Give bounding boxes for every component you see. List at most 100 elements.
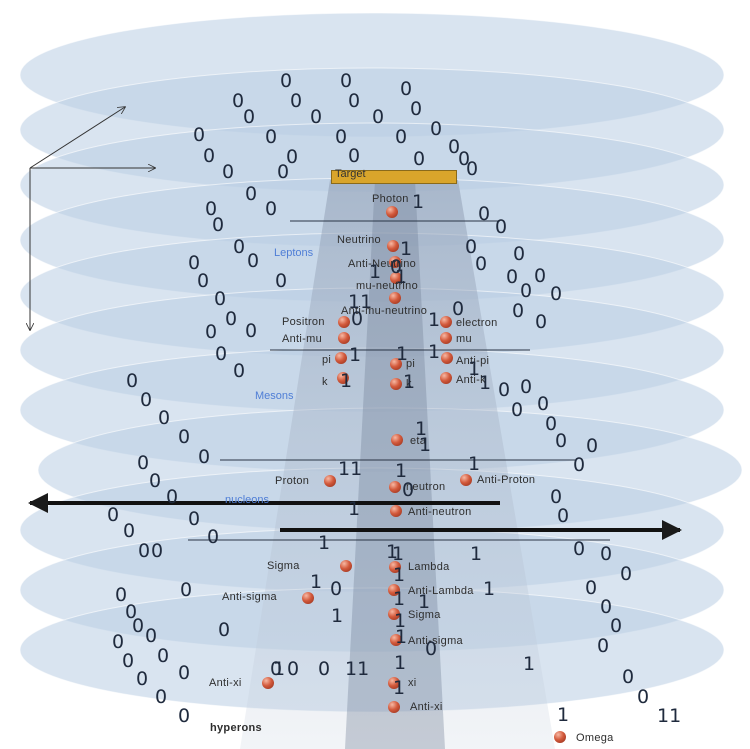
- count-digit: 0: [158, 407, 171, 429]
- count-digit: 0: [545, 413, 558, 435]
- count-digit: 0: [637, 686, 650, 708]
- count-digit: 0: [245, 183, 258, 205]
- count-digit: 0: [166, 486, 179, 508]
- count-digit: 1: [331, 605, 344, 627]
- count-digit: 0: [178, 662, 191, 684]
- count-digit: 0: [600, 543, 613, 565]
- count-digit: 0: [413, 148, 426, 170]
- count-digit: 1: [400, 238, 413, 260]
- count-digit: 0: [600, 596, 613, 618]
- count-digit: 1: [340, 370, 353, 392]
- count-digit: 0: [126, 370, 139, 392]
- count-digit: 0: [233, 360, 246, 382]
- count-digit: 0: [277, 161, 290, 183]
- count-digit: 0: [465, 236, 478, 258]
- particle-label: Anti-mu: [282, 333, 322, 345]
- count-digit: 1: [396, 343, 409, 365]
- count-digit: 0: [247, 250, 260, 272]
- particle-label: Positron: [282, 316, 325, 328]
- count-digit: 0: [132, 615, 145, 637]
- count-digit: 0: [348, 90, 361, 112]
- count-digit: 1: [483, 578, 496, 600]
- count-digit: 0: [520, 280, 533, 302]
- count-digit: 0: [557, 505, 570, 527]
- count-digit: 1: [468, 358, 481, 380]
- count-digit: 0: [520, 376, 533, 398]
- particle-label: pi: [406, 358, 416, 370]
- particle-label: mu: [456, 333, 472, 345]
- count-digit: 0: [137, 452, 150, 474]
- particle-label: Anti-Neutrino: [348, 258, 417, 270]
- count-digit: 1: [523, 653, 536, 675]
- target-bar: Target: [331, 168, 457, 184]
- count-digit: 1: [386, 541, 399, 563]
- count-digit: 0: [222, 161, 235, 183]
- count-digit: 0: [286, 146, 299, 168]
- count-digit: 0: [351, 308, 364, 330]
- count-digit: 0: [400, 78, 413, 100]
- section-hyperons: hyperons: [210, 722, 262, 734]
- count-digit: 0: [402, 479, 415, 501]
- axes-glyph: [30, 107, 155, 330]
- particle-marker: [440, 316, 452, 328]
- count-digit: 0: [495, 216, 508, 238]
- count-digit: 1: [393, 677, 406, 699]
- count-digit: 0: [180, 579, 193, 601]
- count-digit: 0: [265, 126, 278, 148]
- count-digit: 1: [470, 543, 483, 565]
- count-digit: 0: [534, 265, 547, 287]
- count-digit: 0: [550, 283, 563, 305]
- count-digit: 0: [620, 563, 633, 585]
- particle-marker: [386, 206, 398, 218]
- count-digit: 1: [369, 261, 382, 283]
- count-digit: 1: [418, 591, 431, 613]
- count-digit: 0: [157, 645, 170, 667]
- particle-marker: [441, 352, 453, 364]
- count-digit: 0: [178, 426, 191, 448]
- particle-label: Sigma: [408, 609, 441, 621]
- particle-marker: [388, 608, 400, 620]
- count-digit: 0: [535, 311, 548, 333]
- count-digit: 0: [155, 686, 168, 708]
- count-digit: 1: [479, 372, 492, 394]
- count-digit: 0: [218, 619, 231, 641]
- count-digit: 0: [188, 252, 201, 274]
- count-digit: 0: [597, 635, 610, 657]
- count-digit: 0: [410, 98, 423, 120]
- count-digit: 0: [290, 90, 303, 112]
- particle-marker: [389, 292, 401, 304]
- particle-label: Neutrino: [337, 234, 381, 246]
- section-leptons: Leptons: [274, 247, 314, 259]
- count-digit: 1: [403, 371, 416, 393]
- particle-label: electron: [456, 317, 498, 329]
- particle-marker: [389, 561, 401, 573]
- particle-marker: [338, 332, 350, 344]
- particle-label: Photon: [372, 193, 409, 205]
- count-digit: 0: [506, 266, 519, 288]
- count-digit: 0: [610, 615, 623, 637]
- count-digit: 11: [345, 658, 370, 680]
- count-digit: 0: [550, 486, 563, 508]
- particle-label: Omega: [576, 732, 614, 744]
- count-digit: 0: [395, 126, 408, 148]
- target-label: Target: [335, 168, 366, 180]
- particle-marker: [389, 481, 401, 493]
- count-digit: 0: [280, 70, 293, 92]
- particle-marker: [390, 358, 402, 370]
- count-digit: 1: [349, 344, 362, 366]
- count-digit: 0: [233, 236, 246, 258]
- beam-cone: [240, 180, 555, 749]
- count-digit: 0: [452, 298, 465, 320]
- count-digit: 0: [214, 288, 227, 310]
- count-digit: 0: [205, 321, 218, 343]
- particle-label: neutron: [406, 481, 446, 493]
- particle-label: eta: [410, 435, 427, 447]
- count-digit: 0: [475, 253, 488, 275]
- count-digit: 0: [512, 300, 525, 322]
- particle-label: k: [406, 378, 412, 390]
- count-digit: 1: [428, 309, 441, 331]
- count-digit: 1: [468, 453, 481, 475]
- particle-label: Anti-k: [456, 374, 486, 386]
- count-digit: 0: [151, 540, 164, 562]
- count-digit: 0: [225, 308, 238, 330]
